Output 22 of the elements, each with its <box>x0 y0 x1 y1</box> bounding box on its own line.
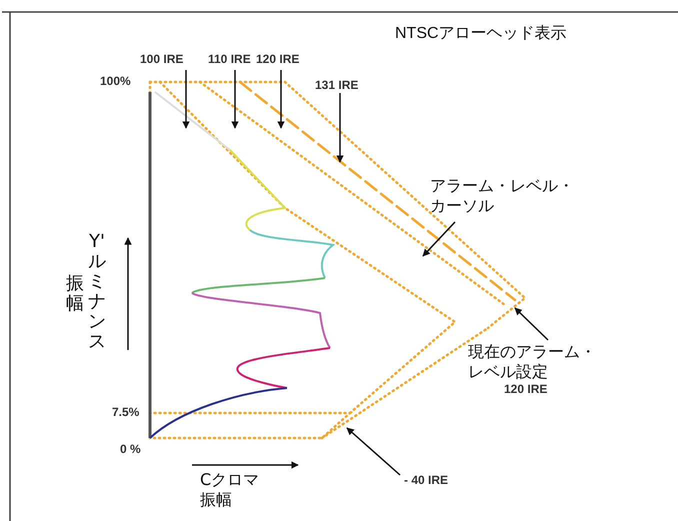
title: NTSCアローヘッド表示 <box>395 24 567 44</box>
axis-label: Cクロマ振幅 <box>200 470 260 510</box>
scale-label: 0 % <box>120 442 141 456</box>
scale-label: 7.5% <box>112 405 140 419</box>
leader-arrow <box>336 93 344 163</box>
callout-value: 120 IRE <box>256 52 300 66</box>
callout-text: 現在のアラーム・レベル設定 <box>468 342 597 382</box>
leader-arrow <box>277 70 285 129</box>
leader-arrow <box>514 307 549 341</box>
callout-value: - 40 IRE <box>404 473 448 487</box>
callout-value: 120 IRE <box>504 382 548 396</box>
scale-label: 100% <box>100 74 131 88</box>
callout-value: 131 IRE <box>315 78 358 92</box>
leader-arrow <box>422 221 456 257</box>
callout-value: 110 IRE <box>208 52 251 66</box>
leader-arrow <box>346 427 400 476</box>
axis-label: Y'ルミナンス <box>87 232 107 352</box>
leader-arrow <box>231 70 239 129</box>
axis-label: 振幅 <box>65 274 85 314</box>
leader-arrow <box>182 70 190 129</box>
callout-value: 100 IRE <box>140 52 184 66</box>
callout-text: アラーム・レベル・カーソル <box>430 176 575 216</box>
